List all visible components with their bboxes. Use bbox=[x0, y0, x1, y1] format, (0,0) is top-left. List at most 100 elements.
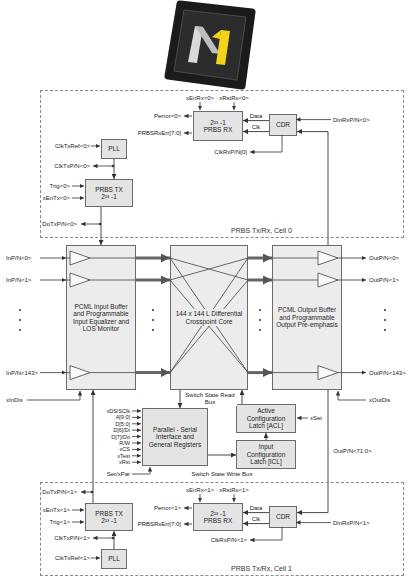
connector bbox=[243, 131, 269, 132]
data-path-arrow bbox=[136, 279, 170, 282]
signal-label: xEnRx<1> bbox=[186, 487, 214, 494]
signal-wire bbox=[184, 116, 192, 117]
block-label: 2²³ -1 bbox=[101, 193, 117, 200]
signal-wire bbox=[132, 411, 141, 412]
connector bbox=[266, 433, 267, 440]
ellipsis-dot bbox=[152, 319, 154, 321]
signal-label: xEnRx<0> bbox=[186, 95, 214, 102]
block-label: PLL bbox=[108, 145, 120, 152]
signal-label: ClkTxRef<1> bbox=[55, 555, 90, 562]
signal-wire bbox=[296, 522, 331, 523]
amplifier-symbol bbox=[70, 366, 90, 380]
signal-label: A[9:0] bbox=[116, 414, 130, 420]
ellipsis-dot bbox=[384, 309, 386, 311]
data-path-arrow bbox=[248, 279, 272, 282]
signal-wire bbox=[296, 119, 331, 120]
signal-label: Trig<1> bbox=[50, 519, 70, 526]
signal-label: DinRxP/N<1> bbox=[333, 519, 370, 526]
interface-block: Parallel - Serial Interface and General … bbox=[142, 408, 208, 466]
latch-block: Active Configuration Latch [ACL] bbox=[236, 404, 296, 433]
block-label: 144 x 144 L Differential Crosspoint Core bbox=[173, 309, 245, 326]
signal-label: ClkTxRef<0> bbox=[55, 143, 90, 150]
signal-label: xDS/SClk bbox=[106, 408, 130, 414]
signal-label: OutP/N<143> bbox=[369, 369, 406, 376]
signal-wire bbox=[132, 462, 141, 463]
block-label: 2²³ -1 bbox=[101, 517, 117, 524]
connector bbox=[242, 390, 243, 404]
block-label: PRBS RX bbox=[204, 126, 233, 133]
pll-block: PLL bbox=[101, 139, 127, 159]
crosspoint-line bbox=[170, 258, 248, 373]
signal-wire bbox=[184, 133, 192, 134]
connector bbox=[297, 132, 328, 245]
signal-label: ClkRxP/N<1> bbox=[211, 537, 247, 544]
crosspoint-line bbox=[170, 258, 248, 280]
signal-label: ClkTxP/N<1> bbox=[54, 535, 90, 542]
cell-region: PRBS Tx/Rx, Cell 02²³ -1PRBS RXCDRPLLPRB… bbox=[40, 90, 404, 238]
ellipsis-dot bbox=[259, 319, 261, 321]
data-path-arrow bbox=[136, 371, 170, 374]
connector-label: Clk bbox=[251, 123, 262, 130]
crosspoint-line bbox=[170, 280, 248, 373]
signal-label: Perror<0> bbox=[154, 113, 181, 120]
block-label: 2²³ -1 bbox=[210, 510, 226, 517]
signal-wire bbox=[132, 417, 141, 418]
signal-label: R/W bbox=[119, 440, 130, 446]
cdr-block: CDR bbox=[269, 114, 297, 136]
connector-label: Clk bbox=[251, 515, 262, 522]
signal-label: Perror<1> bbox=[154, 505, 181, 512]
signal-label: xRst bbox=[119, 459, 130, 465]
output-buffer-block: PCML Output Buffer and Programmable Outp… bbox=[272, 245, 342, 390]
signal-label: PRBSRxErr[7:0] bbox=[138, 130, 181, 137]
signal-wire bbox=[132, 423, 141, 424]
signal-label: xEnTx<1> bbox=[43, 507, 70, 514]
cell-region: PRBS Tx/Rx, Cell 1PRBS TX2²³ -12²³ -1PRB… bbox=[40, 482, 404, 576]
signal-label: InP/N<143> bbox=[6, 369, 38, 376]
signal-wire bbox=[234, 494, 235, 502]
chip-bevel bbox=[174, 10, 246, 80]
signal-label: xSet bbox=[310, 415, 322, 422]
signal-wire bbox=[132, 430, 141, 431]
amplifier-symbol bbox=[318, 273, 338, 287]
signal-label: xCS bbox=[120, 446, 130, 452]
signal-label: DoTxP/N<0> bbox=[42, 221, 77, 228]
signal-wire bbox=[342, 372, 366, 373]
prbs-rx-block: 2²³ -1PRBS RX bbox=[193, 503, 243, 531]
signal-wire bbox=[72, 510, 84, 511]
connector bbox=[208, 455, 236, 456]
signal-wire bbox=[132, 467, 150, 474]
block-label: CDR bbox=[276, 121, 290, 128]
signal-wire bbox=[297, 418, 308, 419]
signal-label: InP/N<0> bbox=[6, 255, 31, 262]
signal-label: PRBSRxErr[7:0] bbox=[138, 521, 181, 528]
signal-label: xOutDis bbox=[369, 397, 390, 404]
ellipsis-dot bbox=[19, 319, 21, 321]
signal-label: DoTxP/N<1> bbox=[42, 489, 77, 496]
block-label: PRBS TX bbox=[95, 510, 123, 517]
signal-label: OutP/N<0> bbox=[369, 255, 399, 262]
signal-wire bbox=[40, 258, 66, 259]
signal-wire bbox=[250, 527, 282, 540]
connector-label: Switch State Read Bus bbox=[183, 392, 237, 406]
block-label: Input Configuration Latch [ICL] bbox=[239, 443, 293, 465]
ellipsis-dot bbox=[152, 329, 154, 331]
data-path-arrow bbox=[248, 371, 272, 374]
connector-label: Switch State Write Bus bbox=[191, 471, 254, 478]
ellipsis-dot bbox=[152, 309, 154, 311]
signal-wire bbox=[40, 280, 66, 281]
signal-wire bbox=[200, 494, 201, 502]
signal-wire bbox=[342, 258, 366, 259]
signal-label: DinRxP/N<0> bbox=[333, 116, 370, 123]
data-path-arrow bbox=[136, 257, 170, 260]
signal-wire bbox=[342, 280, 366, 281]
signal-wire bbox=[132, 436, 141, 437]
connector bbox=[180, 390, 181, 408]
signal-wire bbox=[81, 492, 92, 493]
pll-block: PLL bbox=[101, 549, 127, 569]
signal-label: xEnTx<0> bbox=[43, 195, 70, 202]
block-label: 2²³ -1 bbox=[210, 119, 226, 126]
block-label: PRBS TX bbox=[95, 186, 123, 193]
block-label: PRBS RX bbox=[204, 517, 233, 524]
block-label: PLL bbox=[108, 555, 120, 562]
latch-block: Input Configuration Latch [ICL] bbox=[236, 440, 296, 469]
